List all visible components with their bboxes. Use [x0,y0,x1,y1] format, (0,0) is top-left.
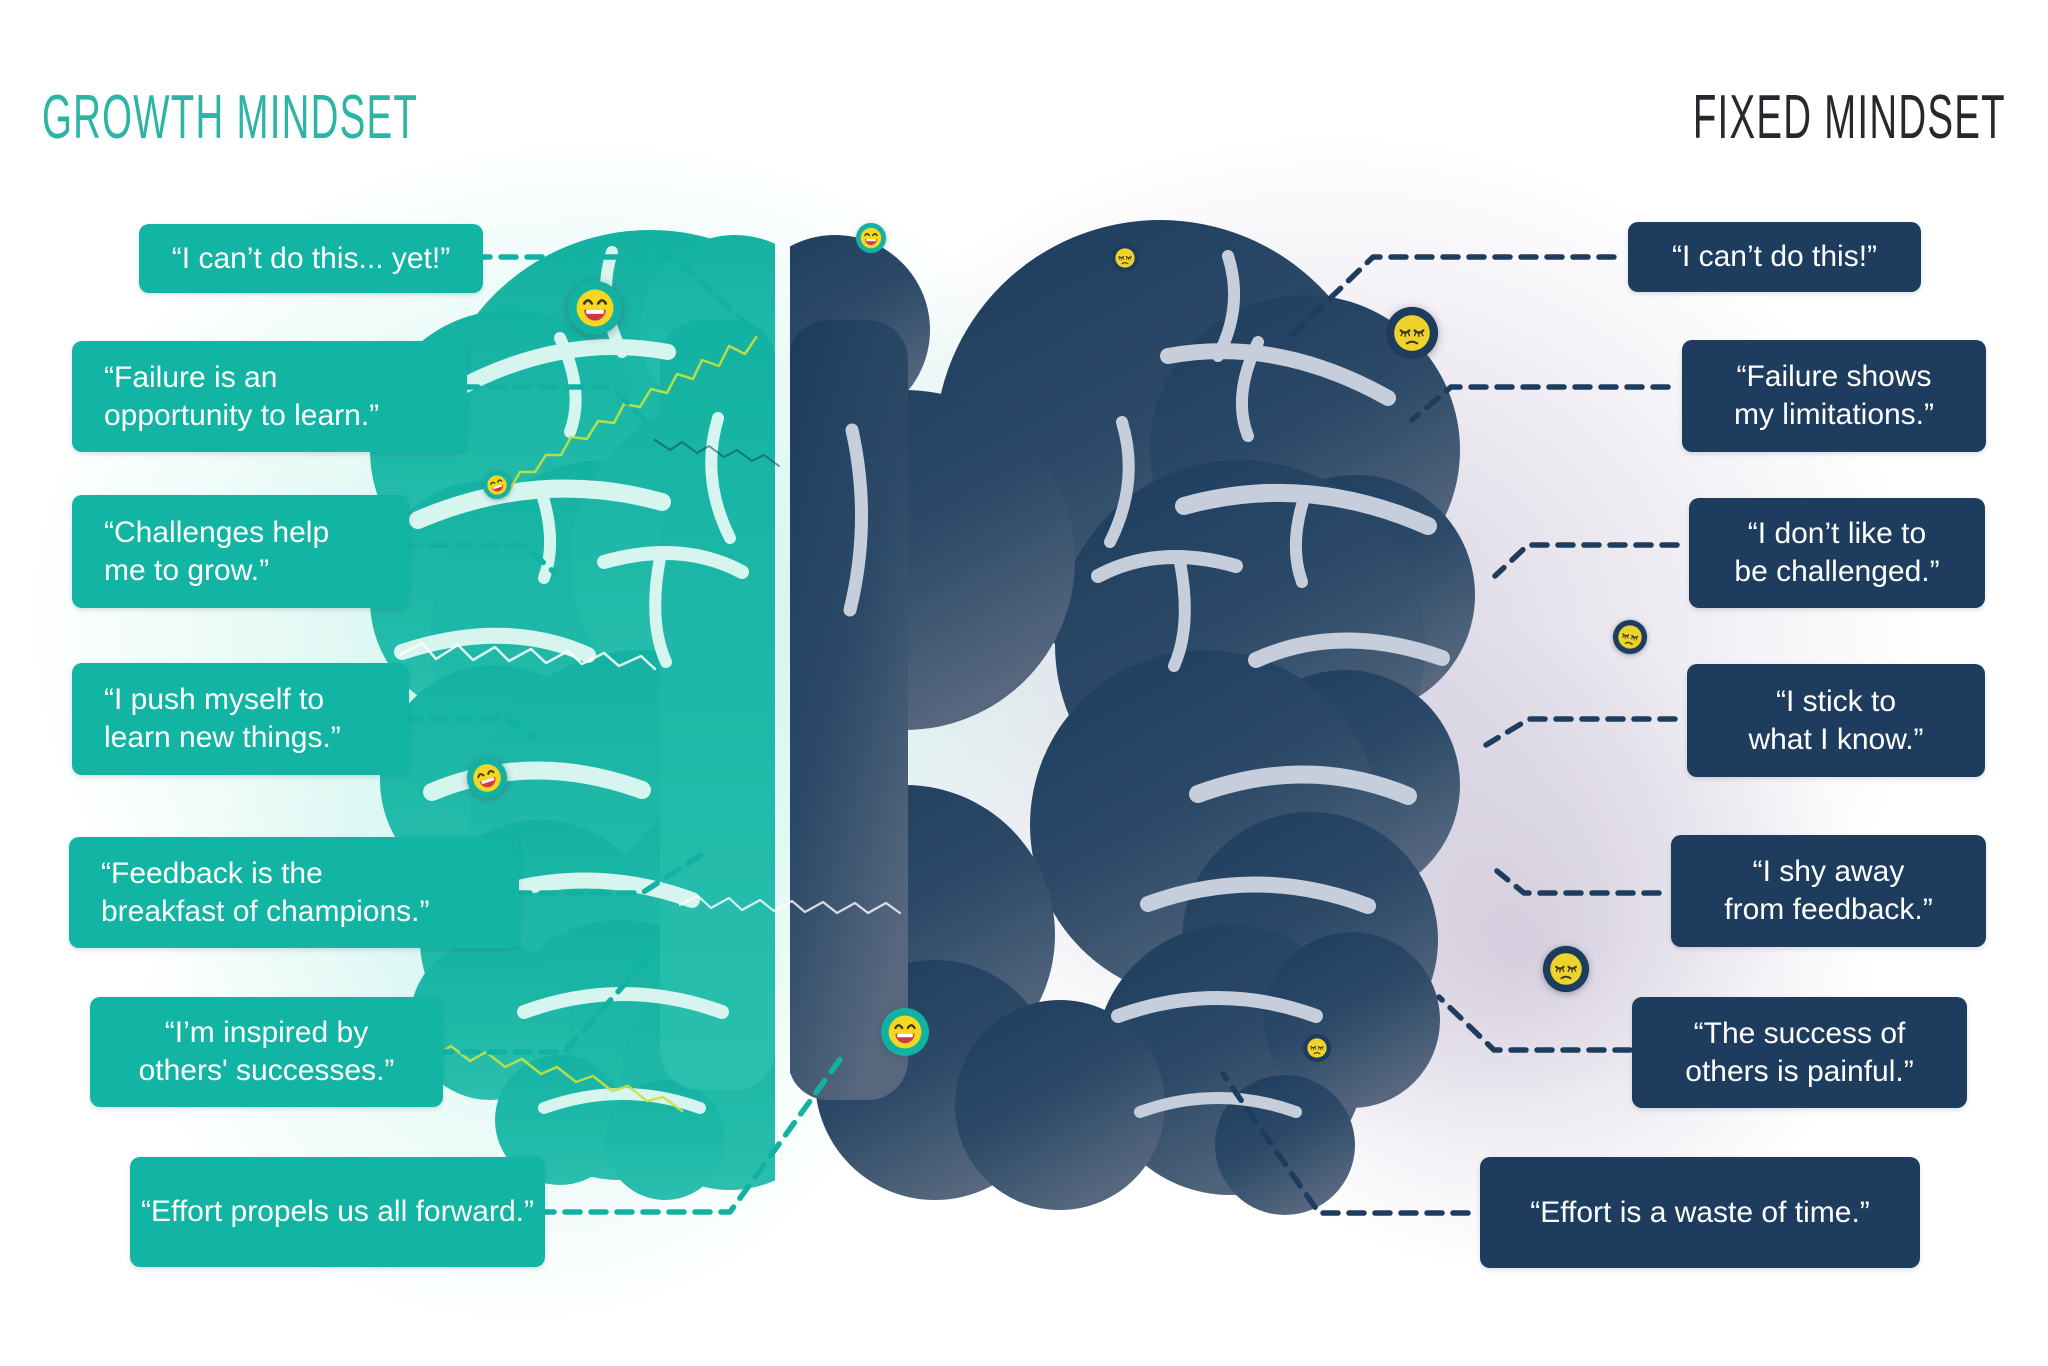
brain-right-hemisphere [790,220,1475,1215]
fixed-quote-6: “The success of others is painful.” [1632,997,1967,1108]
growth-quote-4: “I push myself to learn new things.” [72,663,409,775]
growth-quote-5: “Feedback is the breakfast of champions.… [69,837,519,948]
fixed-quote-4: “I stick to what I know.” [1687,664,1985,777]
growth-quote-6: “I’m inspired by others' successes.” [90,997,443,1107]
quote-line: opportunity to learn.” [104,398,380,432]
quote-line: from feedback.” [1724,893,1933,926]
quote-line: breakfast of champions.” [101,894,430,928]
quote-line: “I don’t like to [1747,517,1927,550]
quote-line: be challenged.” [1734,555,1940,588]
laughing-emoji-icon [566,279,624,337]
growth-quote-2: “Failure is an opportunity to learn.” [72,341,467,452]
quote-line: me to grow.” [104,553,270,587]
growth-connector-lines [376,254,844,1215]
fixed-quote-2: “Failure shows my limitations.” [1682,340,1986,452]
quote-line: “I can’t do this!” [1671,240,1878,273]
fixed-quote-1: “I can’t do this!” [1628,222,1921,292]
quote-line: “Challenges help [104,515,330,549]
laughing-emoji-icon [879,1006,931,1058]
sleepy-emoji-icon [1110,243,1140,273]
fixed-mindset-title: FIXED MINDSET [1693,82,2006,152]
quote-line: “I can’t do this... yet!” [171,241,451,275]
quote-line: my limitations.” [1733,398,1935,431]
growth-quote-7: “Effort propels us all forward.” [130,1157,545,1267]
quote-line: “I push myself to [104,683,325,716]
growth-quote-3: “Challenges help me to grow.” [72,495,409,608]
sleepy-emoji-icon [1609,616,1651,658]
sleepy-emoji-icon [1302,1033,1332,1063]
fixed-quote-5: “I shy away from feedback.” [1671,835,1986,947]
electric-scribbles [398,334,902,1113]
fixed-connector-lines [1220,254,1680,1216]
sleepy-emoji-icon [1384,305,1440,361]
quote-line: “I shy away [1752,855,1905,888]
quote-line: “The success of [1693,1016,1906,1050]
fixed-quote-7: “Effort is a waste of time.” [1480,1157,1920,1268]
quote-line: “Feedback is the [101,856,323,890]
sleepy-emoji-icon [1541,944,1591,994]
growth-mindset-title: GROWTH MINDSET [42,82,419,152]
quote-line: “I’m inspired by [164,1016,369,1049]
quote-line: others is painful.” [1685,1054,1914,1088]
quote-line: what I know.” [1748,722,1924,756]
quote-line: “Failure is an [104,360,278,394]
growth-quote-1: “I can’t do this... yet!” [139,224,483,293]
quote-line: learn new things.” [104,721,341,754]
quote-line: “Effort propels us all forward.” [141,1195,534,1228]
quote-line: “I stick to [1775,684,1896,718]
quote-line: “Failure shows [1736,360,1932,393]
quote-line: others' successes.” [138,1054,395,1087]
laughing-emoji-icon [855,222,887,254]
quote-line: “Effort is a waste of time.” [1530,1195,1870,1229]
fixed-quote-3: “I don’t like to be challenged.” [1689,498,1985,608]
